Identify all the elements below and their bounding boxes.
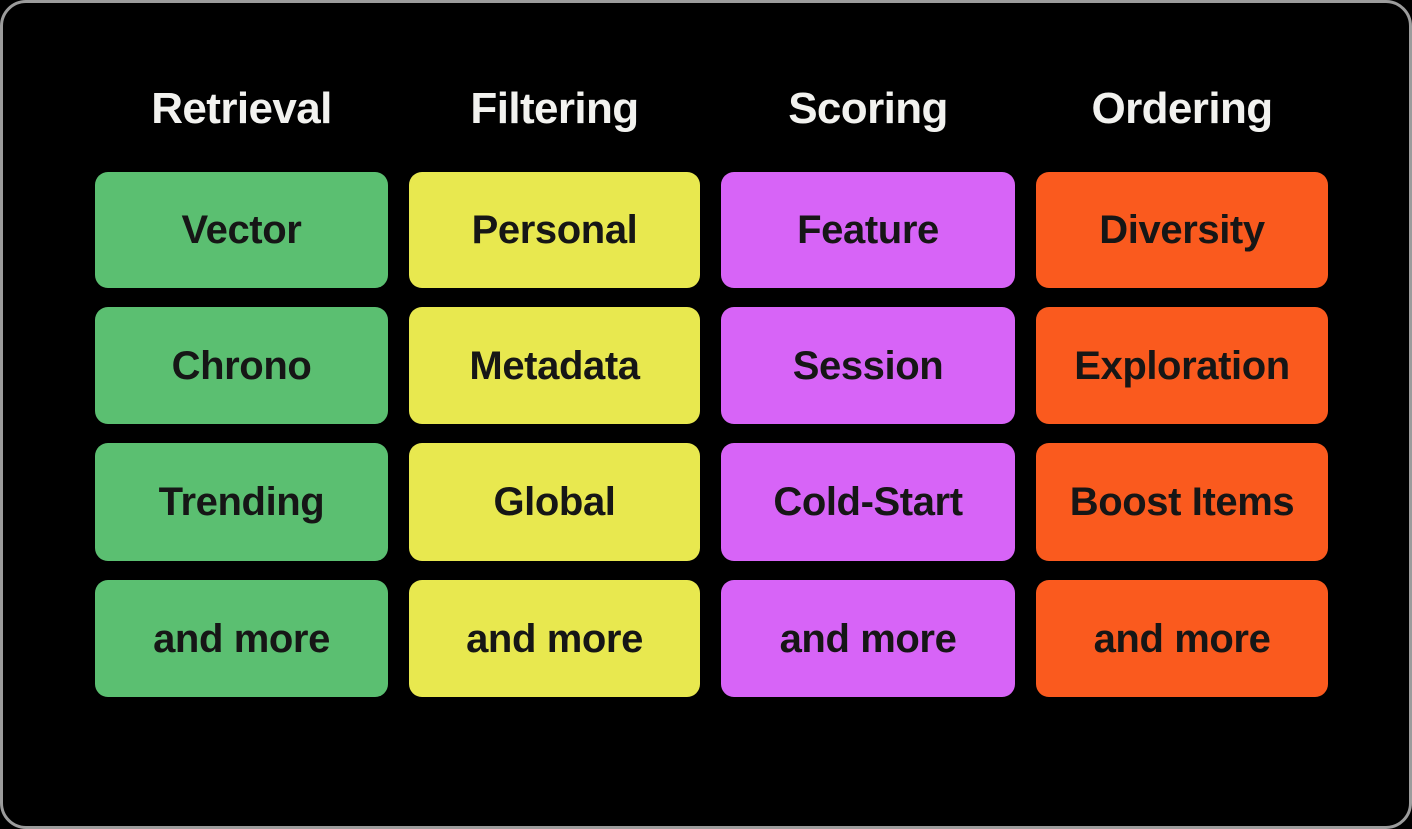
card-retrieval-4[interactable]: and more: [95, 580, 388, 697]
card-scoring-1[interactable]: Feature: [721, 172, 1015, 288]
card-filtering-1[interactable]: Personal: [409, 172, 700, 288]
card-ordering-4[interactable]: and more: [1036, 580, 1328, 697]
card-scoring-4[interactable]: and more: [721, 580, 1015, 697]
card-ordering-1[interactable]: Diversity: [1036, 172, 1328, 288]
card-filtering-3[interactable]: Global: [409, 443, 700, 561]
card-retrieval-1[interactable]: Vector: [95, 172, 388, 288]
card-retrieval-2[interactable]: Chrono: [95, 307, 388, 424]
card-ordering-3[interactable]: Boost Items: [1036, 443, 1328, 561]
card-filtering-4[interactable]: and more: [409, 580, 700, 697]
card-retrieval-3[interactable]: Trending: [95, 443, 388, 561]
card-ordering-2[interactable]: Exploration: [1036, 307, 1328, 424]
card-scoring-2[interactable]: Session: [721, 307, 1015, 424]
card-scoring-3[interactable]: Cold-Start: [721, 443, 1015, 561]
column-header-filtering: Filtering: [470, 84, 639, 133]
column-header-retrieval: Retrieval: [151, 84, 332, 133]
card-filtering-2[interactable]: Metadata: [409, 307, 700, 424]
pipeline-grid: Retrieval Filtering Scoring Ordering Vec…: [95, 65, 1328, 741]
column-header-ordering: Ordering: [1091, 84, 1274, 133]
column-header-scoring: Scoring: [788, 84, 948, 133]
